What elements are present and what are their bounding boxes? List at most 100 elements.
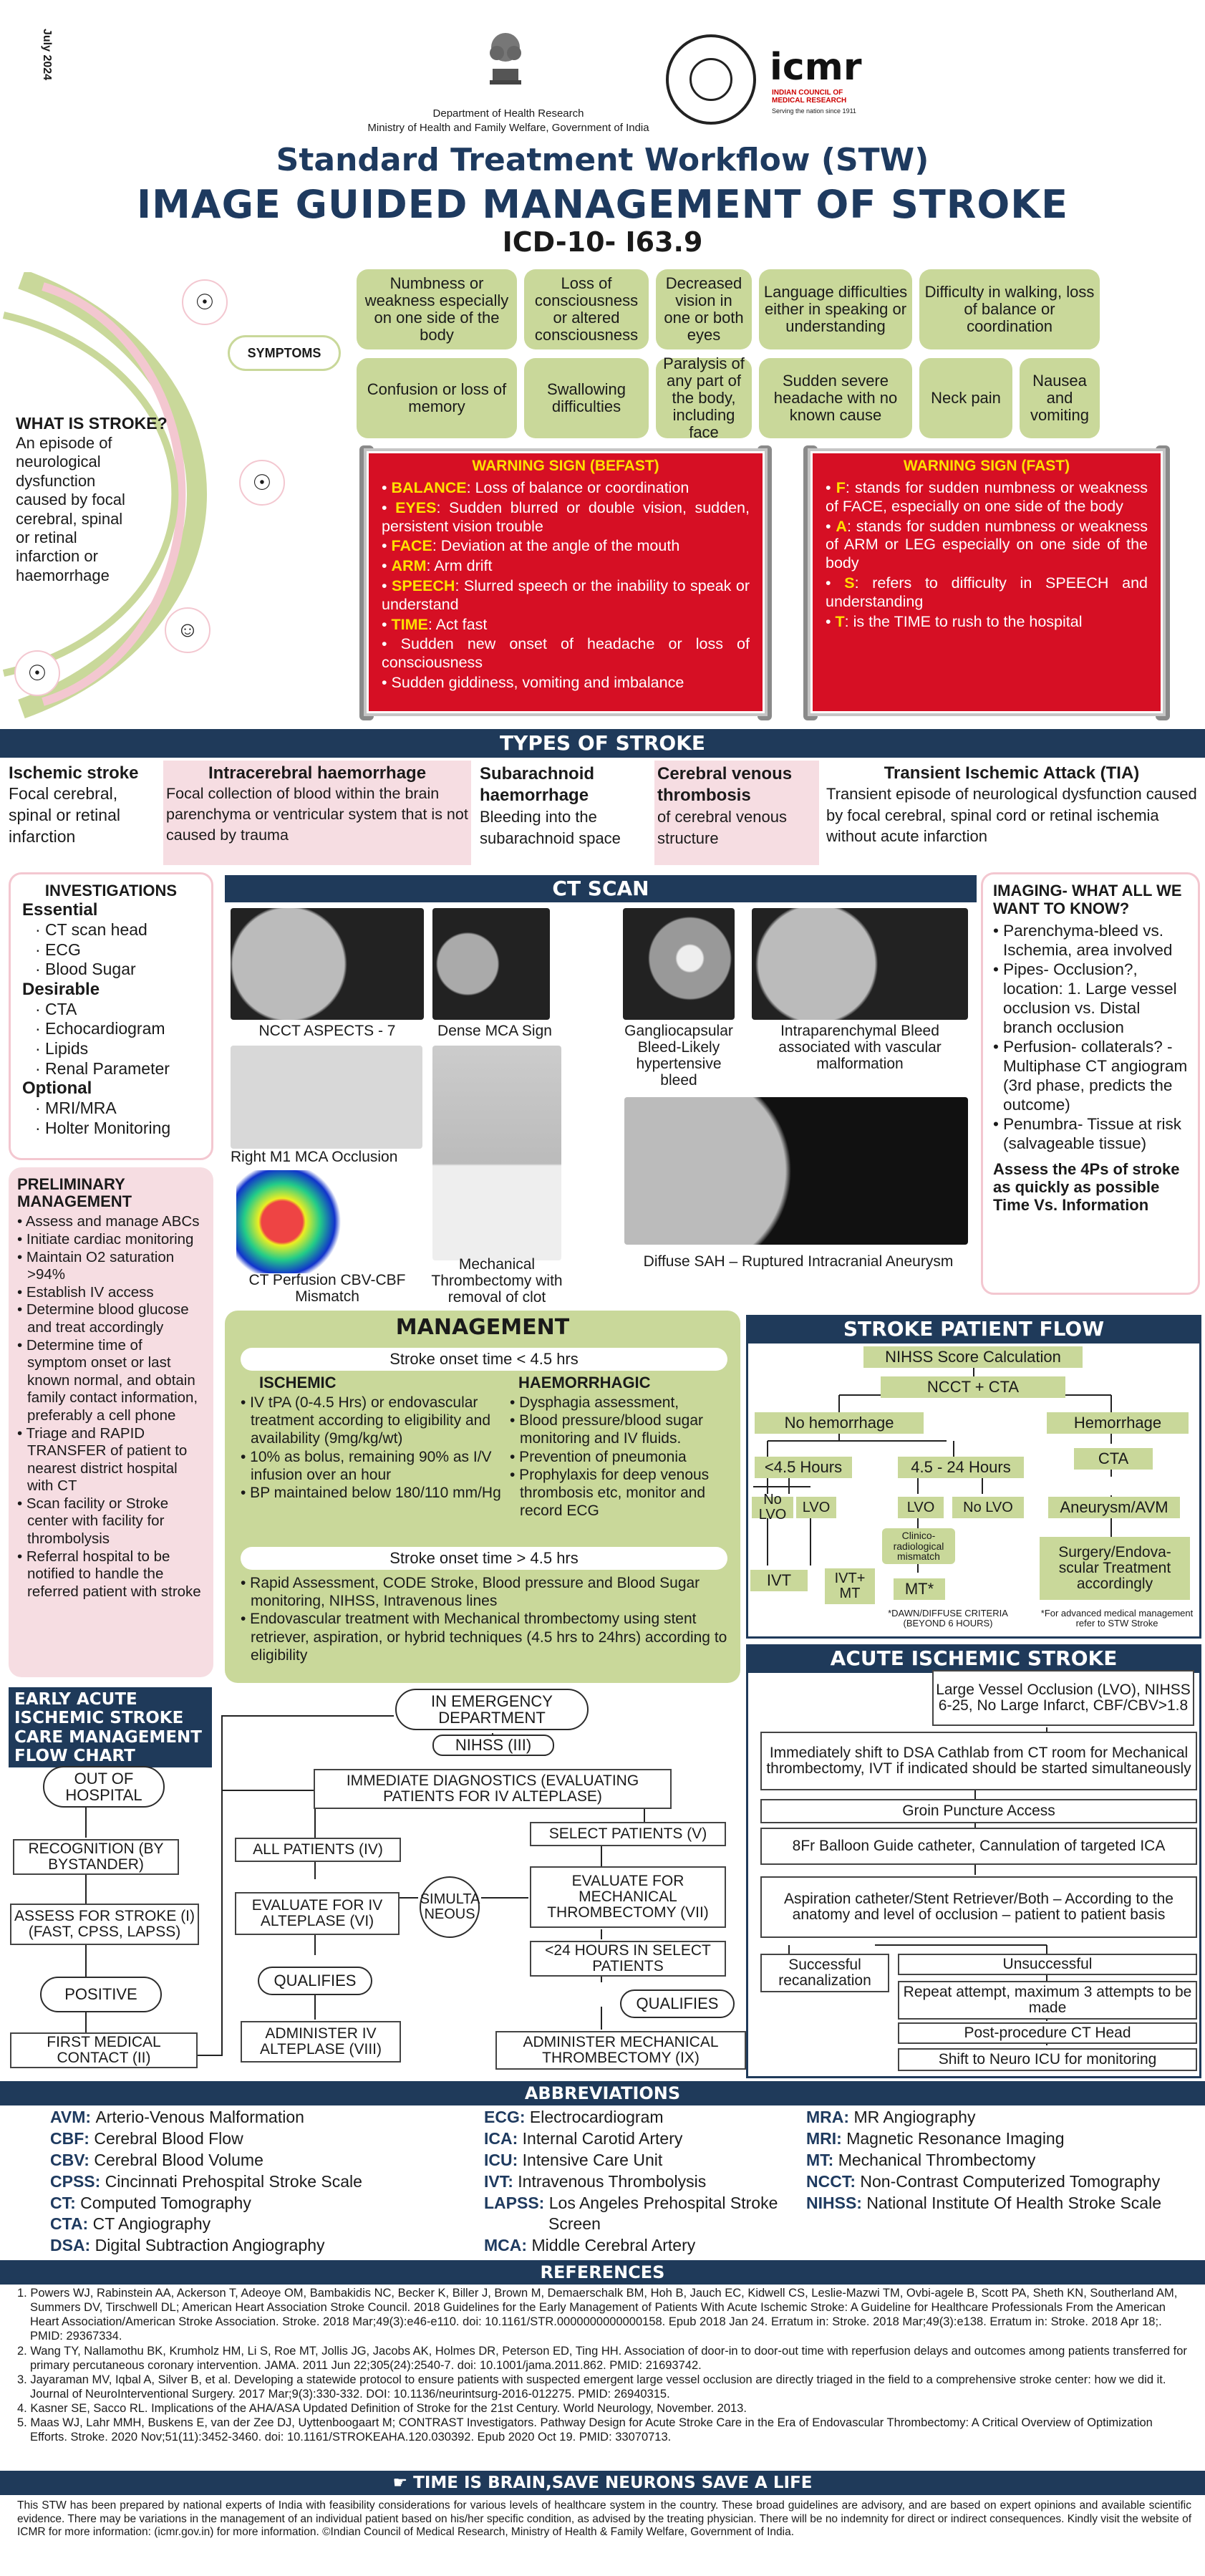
early-eval-iv: EVALUATE FOR IV ALTEPLASE (VI): [235, 1892, 400, 1935]
dept-name: Department of Health Research: [432, 107, 584, 120]
spf-lvo2: LVO: [898, 1497, 944, 1518]
abbr-item: MT: Mechanical Thrombectomy: [806, 2150, 1036, 2169]
type-heading: Intracerebral haemorrhage: [208, 763, 427, 783]
early-immediate: IMMEDIATE DIAGNOSTICS (EVALUATING PATIEN…: [314, 1769, 672, 1809]
list-item: • Determine blood glucose and treat acco…: [17, 1301, 189, 1336]
warning-item: TIME: Act fast: [382, 616, 750, 635]
ct-scan-title: CT SCAN: [225, 875, 977, 902]
management-panel: [225, 1311, 740, 1683]
ct-caption: Mechanical Thrombectomy with removal of …: [431, 1256, 563, 1306]
early-nihss: NIHSS (III): [432, 1735, 554, 1756]
early-administer-mt: ADMINISTER MECHANICAL THROMBECTOMY (IX): [495, 2031, 746, 2070]
warning-item: A: stands for sudden numbness or weaknes…: [826, 518, 1148, 573]
list-item: · CTA: [35, 999, 77, 1018]
ct-image-dense-mca: [432, 908, 550, 1020]
type-heading: Ischemic stroke: [9, 763, 139, 783]
haemorrhagic-list: • Dysphagia assessment,• Blood pressure/…: [510, 1394, 737, 1520]
befast-list: BALANCE: Loss of balance or coordination…: [369, 479, 763, 693]
abbr-item: CT: Computed Tomography: [50, 2193, 251, 2212]
list-item: • Prevention of pneumonia: [510, 1448, 687, 1465]
ais-repeat: Repeat attempt, maximum 3 attempts to be…: [898, 1981, 1197, 2020]
footer-banner-text: TIME IS BRAIN,SAVE NEURONS SAVE A LIFE: [413, 2474, 813, 2492]
list-item: • Initiate cardiac monitoring: [17, 1230, 194, 1248]
abbr-item: DSA: Digital Subtraction Angiography: [50, 2236, 325, 2255]
date-stamp: July 2024: [41, 29, 53, 81]
dhr-logo-icon: [666, 34, 756, 125]
ais-groin: Groin Puncture Access: [760, 1799, 1197, 1823]
spf-ivt: IVT: [750, 1570, 808, 1591]
list-item: · Echocardiogram: [35, 1019, 165, 1038]
ct-caption: Diffuse SAH – Ruptured Intracranial Aneu…: [643, 1253, 954, 1270]
ais-icu: Shift to Neuro ICU for monitoring: [898, 2048, 1197, 2071]
essential-list: · CT scan head· ECG· Blood Sugar: [22, 920, 200, 980]
spf-aneurysm: Aneurysm/AVM: [1048, 1497, 1180, 1518]
emblem-icon: [485, 26, 526, 86]
symptom-card: Neck pain: [919, 358, 1012, 438]
spf-note-dawn: *DAWN/DIFFUSE CRITERIA (BEYOND 6 HOURS): [888, 1608, 1008, 1629]
optional-list: · MRI/MRA· Holter Monitoring: [22, 1099, 200, 1138]
warning-item: T: is the TIME to rush to the hospital: [826, 613, 1148, 632]
spf-4524: 4.5 - 24 Hours: [898, 1457, 1024, 1478]
symptom-card: Difficulty in walking, loss of balance o…: [919, 269, 1100, 349]
ais-unsuccessful: Unsuccessful: [898, 1954, 1197, 1975]
prelim-panel: PRELIMINARY MANAGEMENT • Assess and mana…: [9, 1167, 213, 1677]
ct-image-thrombectomy: [432, 1046, 561, 1260]
befast-panel: WARNING SIGN (BEFAST) BALANCE: Loss of b…: [367, 451, 765, 713]
essential-heading: Essential: [22, 900, 98, 920]
ct-image-ncct: [231, 908, 424, 1020]
warning-item: ARM: Arm drift: [382, 557, 750, 576]
abbr-item: ECG: Electrocardiogram: [484, 2108, 664, 2126]
early-administer-iv: ADMINISTER IV ALTEPLASE (VIII): [241, 2021, 401, 2063]
icmr-full-name: INDIAN COUNCIL OF MEDICAL RESEARCH: [772, 89, 847, 105]
early-assess: ASSESS FOR STROKE (I) (FAST, CPSS, LAPSS…: [10, 1904, 199, 1945]
investigations-title: INVESTIGATIONS: [44, 882, 178, 899]
abbr-item: CPSS: Cincinnati Prehospital Stroke Scal…: [50, 2171, 362, 2191]
symptom-card: Confusion or loss of memory: [357, 358, 517, 438]
onset-gt45: Stroke onset time > 4.5 hrs: [241, 1547, 727, 1570]
spf-ivtmt: IVT+ MT: [825, 1568, 875, 1604]
icd-code: ICD-10- I63.9: [502, 226, 703, 258]
list-item: • IV tPA (0-4.5 Hrs) or endovascular tre…: [241, 1394, 491, 1447]
ct-image-m1-occlusion: [231, 1046, 422, 1149]
ais-guide: 8Fr Balloon Guide catheter, Cannulation …: [760, 1828, 1197, 1865]
symptom-card: Swallowing difficulties: [524, 358, 649, 438]
spf-lvo: LVO: [796, 1497, 836, 1518]
early-simultaneous: SIMULTA NEOUS: [420, 1876, 480, 1938]
list-item: • Scan facility or Stroke center with fa…: [17, 1495, 169, 1548]
early-qualifies-iv: QUALIFIES: [258, 1967, 372, 1995]
list-item: • Establish IV access: [17, 1283, 154, 1301]
desirable-heading: Desirable: [22, 979, 100, 999]
warning-item: FACE: Deviation at the angle of the mout…: [382, 537, 750, 556]
type-text: Focal cerebral, spinal or retinal infarc…: [9, 784, 120, 846]
prelim-list: • Assess and manage ABCs• Initiate cardi…: [17, 1213, 205, 1601]
early-select-patients: SELECT PATIENTS (V): [530, 1822, 726, 1846]
list-item: • Dysphagia assessment,: [510, 1394, 679, 1411]
type-heading: Subarachnoid haemorrhage: [480, 764, 595, 805]
reference-item: 5. Maas WJ, Lahr MMH, Buskens E, van der…: [17, 2416, 1153, 2444]
list-item: • Blood pressure/blood sugar monitoring …: [510, 1412, 704, 1447]
type-sah: Subarachnoid haemorrhage Bleeding into t…: [477, 761, 652, 865]
spf-nihss: NIHSS Score Calculation: [863, 1346, 1083, 1368]
abbr-item: AVM: Arterio-Venous Malformation: [50, 2108, 304, 2126]
list-item: • BP maintained below 180/110 mm/Hg: [241, 1484, 501, 1501]
footer-disclaimer: This STW has been prepared by national e…: [17, 2499, 1191, 2539]
imaging-title: IMAGING- WHAT ALL WE WANT TO KNOW?: [993, 882, 1182, 918]
type-heading: Transient Ischemic Attack (TIA): [884, 763, 1140, 783]
warning-item: Sudden new onset of headache or loss of …: [382, 635, 750, 672]
list-item: • Maintain O2 saturation >94%: [17, 1248, 175, 1283]
management-title: MANAGEMENT: [395, 1315, 570, 1340]
abbr-item: ICU: Intensive Care Unit: [484, 2150, 663, 2169]
spf-title: STROKE PATIENT FLOW: [746, 1315, 1201, 1344]
list-item: • Pipes- Occlusion?, location: 1. Large …: [993, 960, 1177, 1036]
abbr-item: IVT: Intravenous Thrombolysis: [484, 2171, 707, 2191]
warning-item: Sudden giddiness, vomiting and imbalance: [382, 674, 750, 693]
list-item: · Blood Sugar: [35, 960, 136, 979]
abbr-item: MRA: MR Angiography: [806, 2108, 976, 2126]
symptom-card: Language difficulties either in speaking…: [759, 269, 912, 349]
type-heading: Cerebral venous thrombosis: [657, 764, 793, 805]
abbr-item: LAPSS: Los Angeles Prehospital Stroke Sc…: [484, 2193, 778, 2234]
type-text: of cerebral venous structure: [657, 808, 787, 847]
brain-icon: ☉: [14, 650, 60, 696]
